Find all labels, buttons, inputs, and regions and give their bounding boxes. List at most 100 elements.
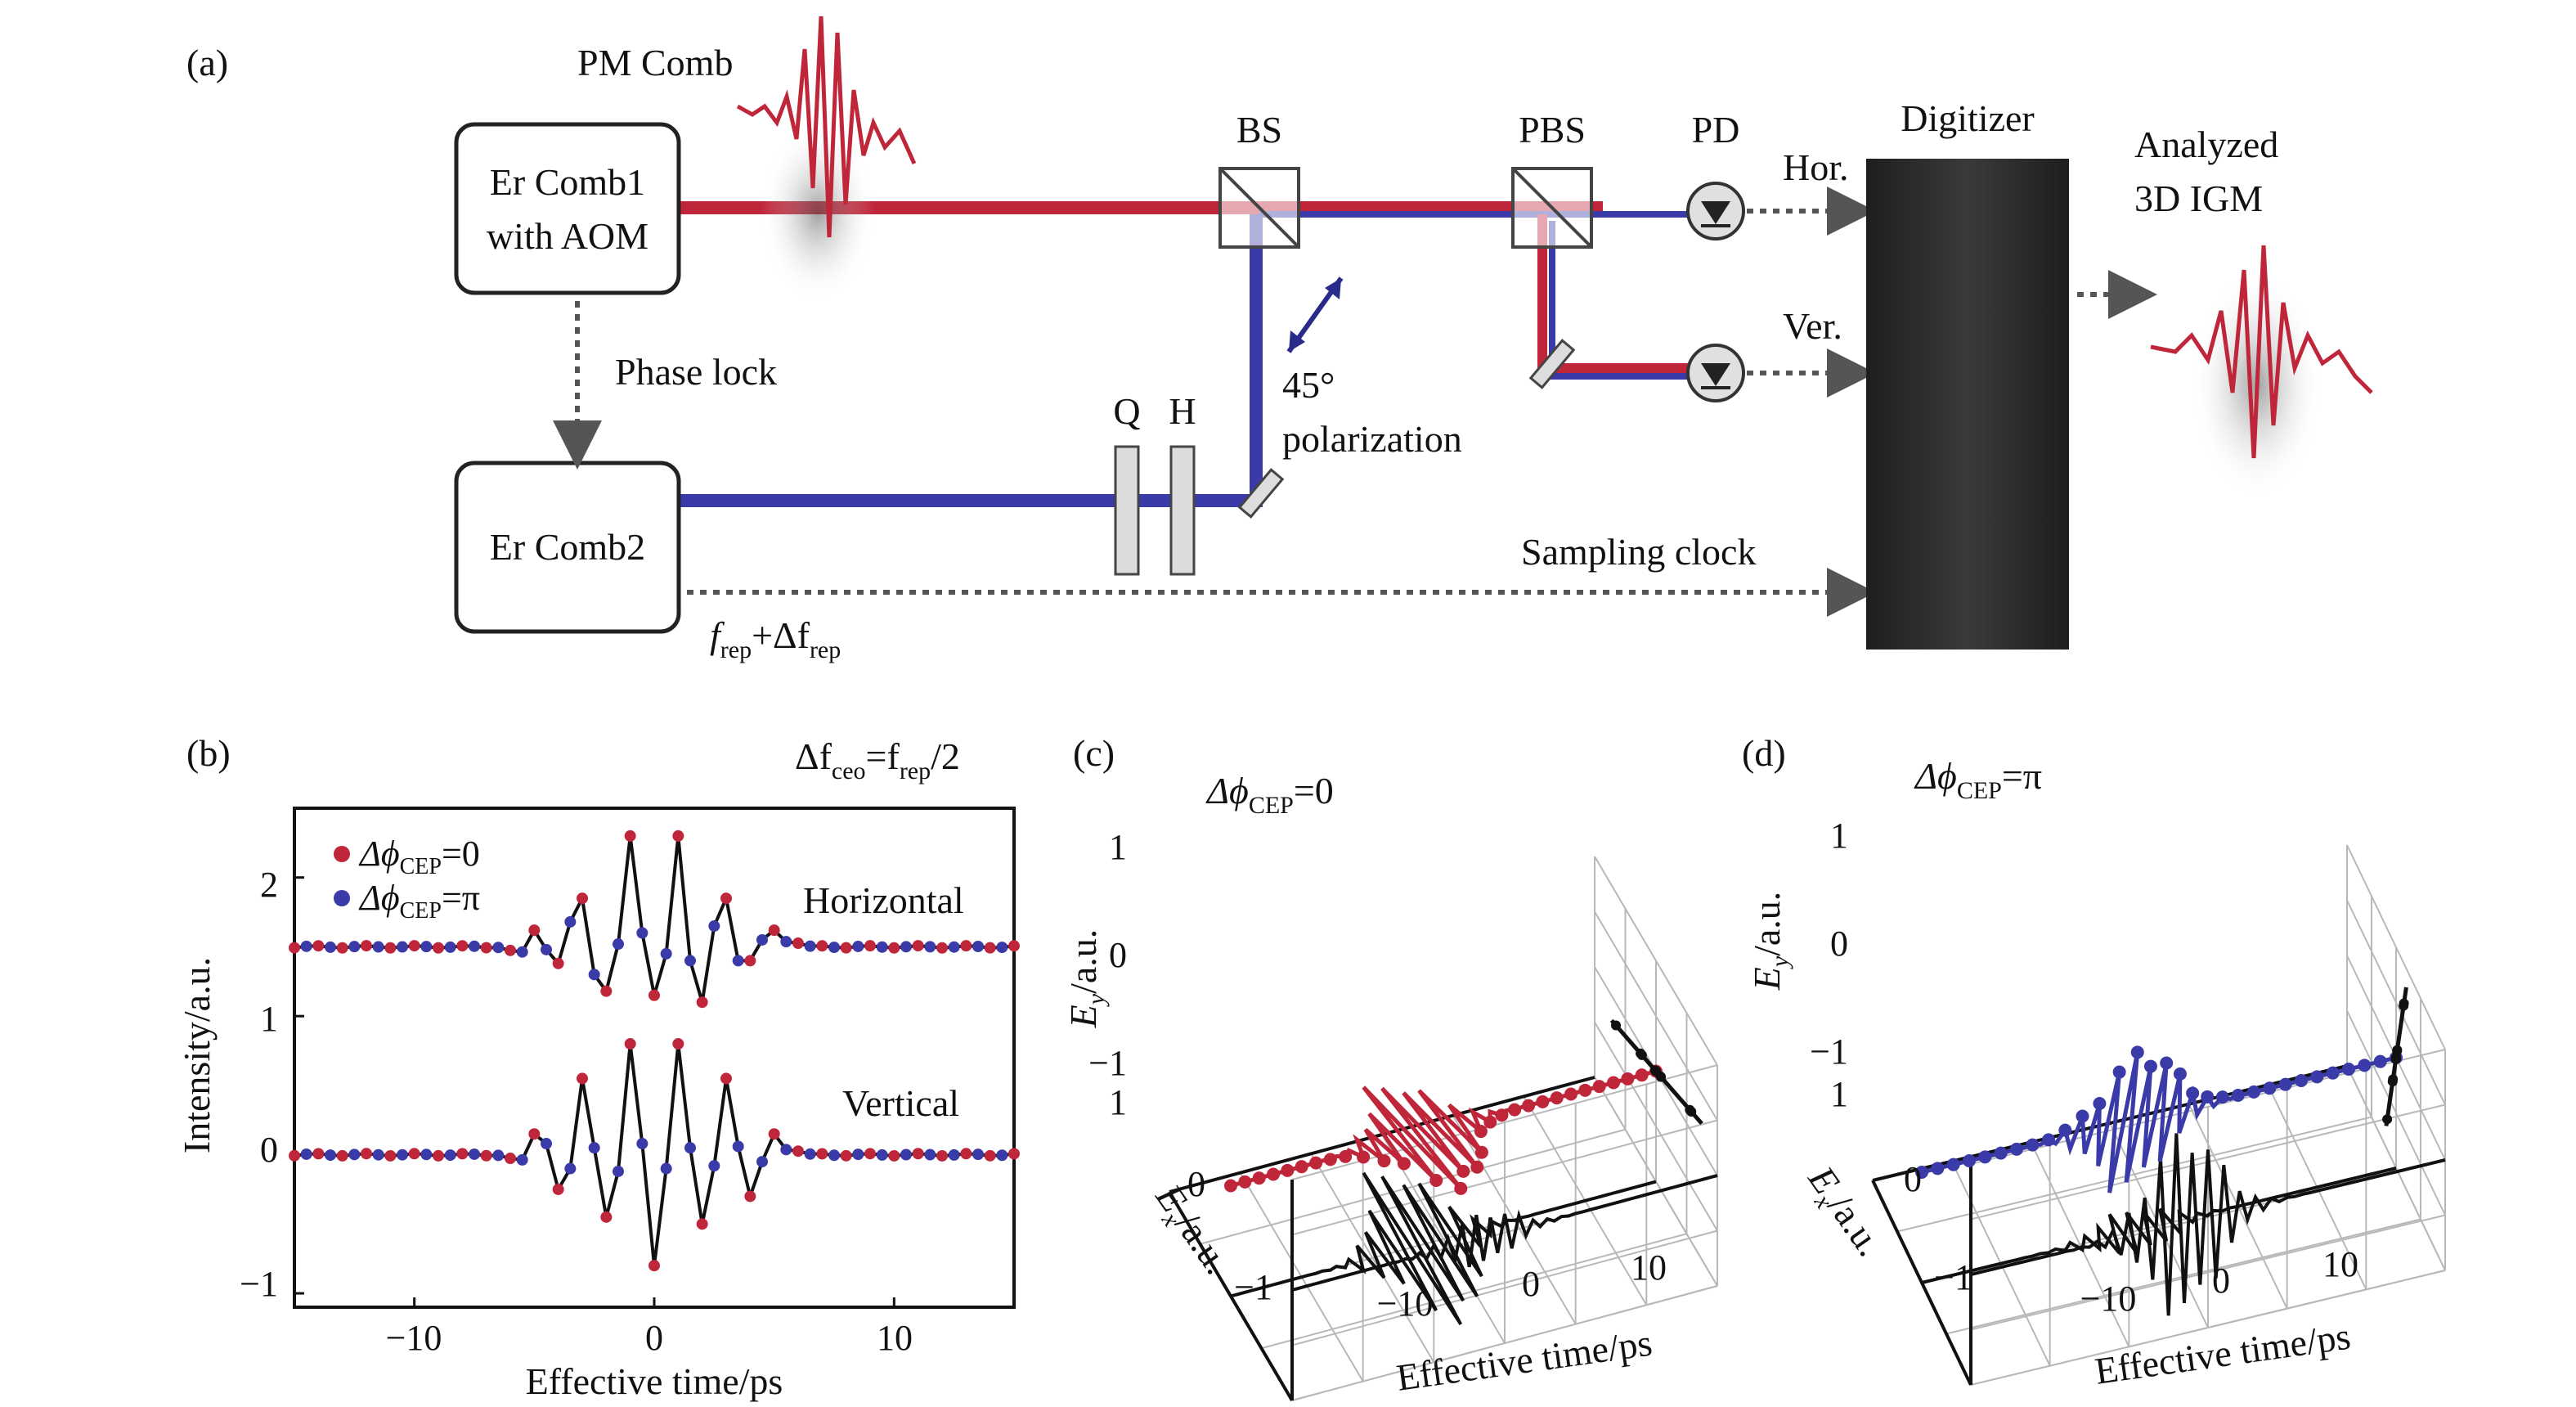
panel-d: (d) ΔϕCEP=π 1 0 −1 Ey/a.u. 1 0 −1 Ex/a.u… [1742,732,2446,1392]
panel-d-t-tick-10: 10 [2322,1244,2358,1284]
legend-blue-marker [334,890,350,906]
field-point [1978,1150,1992,1164]
panel-b-point [984,942,996,954]
grid-line [1200,1128,1626,1245]
side-point [1685,1104,1695,1115]
panel-b-point [912,1148,924,1160]
bs-diagonal [1218,167,1300,249]
panel-b-point [648,1260,660,1272]
panel-b-point [480,1149,492,1162]
igm-pulse [2150,245,2373,459]
panel-b-point [732,1140,744,1153]
panel-c-grid [1168,856,1718,1402]
panel-b-ytick-2: 2 [260,865,278,905]
field-point [1474,1125,1488,1139]
panel-b-point [492,1149,505,1162]
field-point [2010,1142,2024,1156]
field-point [2201,1090,2215,1104]
field-point [2373,1054,2387,1068]
panel-b-point [948,941,960,953]
panel-b-point [840,1149,852,1162]
panel-b-point [348,941,361,953]
panel-b-ytick-1: 1 [260,999,278,1039]
field-point [2326,1066,2340,1080]
panel-b-point [469,940,480,952]
panel-d-title: ΔϕCEP=π [1914,755,2042,804]
panel-b-ylabel: Intensity/a.u. [176,957,218,1153]
panel-b-point [804,940,816,952]
field-point [2130,1045,2144,1059]
side-point [1636,1048,1646,1059]
panel-b-xlabel: Effective time/ps [526,1360,783,1402]
field-point [1931,1162,1945,1175]
pbs-label: PBS [1519,109,1586,151]
panel-b-point [924,1149,936,1161]
field-point [2076,1109,2089,1123]
panel-c-ex-tick-neg1: −1 [1234,1267,1272,1307]
polarization-line2: polarization [1282,418,1462,460]
panel-b-point [456,1148,469,1160]
panel-b-point [684,1142,696,1154]
panel-b-point [756,933,768,946]
field-point [2295,1073,2308,1087]
field-point [1508,1103,1522,1117]
panel-b-point [444,941,456,953]
grid-line [2346,844,2446,1050]
panel-b-point [528,924,541,937]
panel-b-point [984,1149,996,1162]
field-point [2143,1059,2157,1073]
field-point [1915,1166,1928,1179]
field-point [1252,1171,1266,1185]
panel-b-point [300,940,312,952]
field-point [1536,1095,1550,1108]
panel-b-point [624,1038,636,1050]
panel-b-point [852,940,864,952]
panel-b-point [552,957,564,969]
pd-label: PD [1692,109,1740,151]
panel-b-point [804,1148,816,1160]
panel-c-ey-tick-neg1: −1 [1088,1043,1127,1083]
grid-line [2346,1010,2446,1216]
frep-label: frep+Δfrep [710,614,841,663]
field-point [2215,1090,2229,1104]
panel-d-ey-tick-0: 0 [1830,924,1848,964]
field-point [2093,1097,2107,1111]
field-point [1963,1153,1976,1167]
panel-c-ey-tick-1: 1 [1109,827,1127,867]
panel-b-point [672,829,684,842]
grid-line [1291,1119,1718,1236]
panel-b-point [408,1148,420,1160]
panel-b-point [660,947,672,960]
field-point [2358,1059,2372,1072]
panel-b-point [816,940,828,952]
panel-b-point [744,1190,756,1202]
panel-b-point [384,1149,397,1162]
panel-b-point [516,1153,528,1166]
field-point [1578,1083,1592,1097]
panel-b-point [720,1072,732,1085]
panel-b-point [900,941,912,953]
panel-b-ytick-neg1: −1 [240,1264,278,1304]
legend-red-text: ΔϕCEP=0 [358,834,480,879]
field-point [1474,1145,1488,1159]
ey-projection-trace [1970,1133,2446,1316]
grid-line [1594,1021,1718,1232]
field-point [1470,1160,1484,1174]
phase-lock-label: Phase lock [615,351,777,393]
side-point [1611,1020,1622,1031]
panel-b-point [816,1148,828,1160]
pd-horizontal [1686,182,1745,240]
panel-b-point [1008,940,1020,952]
panel-b-point [672,1038,684,1050]
panel-b-point [948,1149,960,1161]
panel-b-point [456,940,469,952]
panel-b-point [912,940,924,952]
field-point [2247,1085,2261,1099]
side-point [2387,1077,2398,1087]
grid-line [1594,910,1718,1122]
field-point [1267,1167,1281,1181]
panel-b-point [876,1149,888,1161]
field-point [1429,1173,1443,1187]
panel-b-point [828,1149,840,1162]
